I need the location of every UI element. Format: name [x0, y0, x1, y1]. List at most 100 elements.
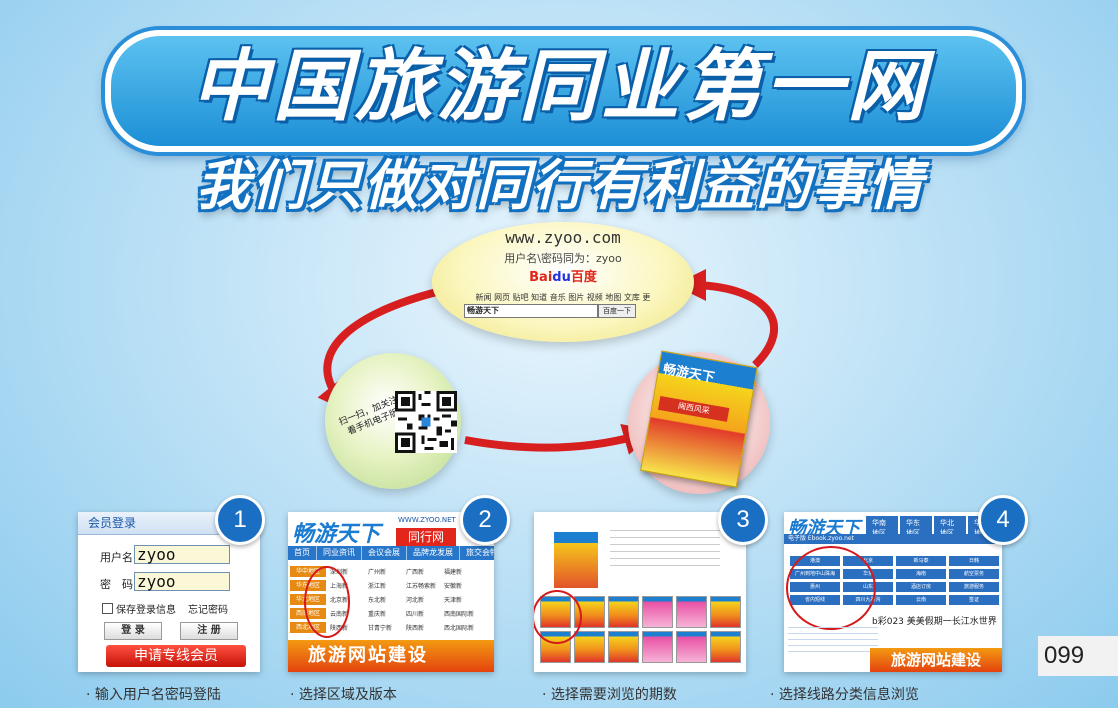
site-logo-badge: 同行网 — [396, 528, 456, 546]
route-category[interactable]: 海南 — [896, 569, 946, 579]
highlight-ring — [304, 566, 350, 638]
remember-label: 保存登录信息 — [116, 605, 176, 616]
apply-member-button[interactable]: 申请专线会员 — [106, 645, 246, 667]
step2-caption: · 选择区域及版本 — [290, 687, 397, 703]
issue-thumbnail[interactable] — [710, 596, 741, 628]
site-banner: 旅游网站建设 — [288, 640, 494, 672]
ebook-subheader: 电子版 Ebook.zyoo.net — [784, 534, 1002, 544]
baidu-logo: Baidu百度 — [529, 270, 597, 285]
website-url[interactable]: www.zyoo.com — [505, 228, 621, 247]
region-tag[interactable]: 华中地区 — [290, 565, 326, 577]
edition-link[interactable]: 广州新 — [368, 568, 387, 576]
nav-item[interactable]: 旅交会特刊 — [460, 546, 494, 560]
slogan: 我们只做对同行有利益的事情 — [196, 153, 924, 217]
qr-code-icon — [395, 391, 457, 453]
credentials-note: 用户名\密码同为：zyoo — [504, 252, 622, 265]
password-input[interactable]: zyoo — [134, 572, 230, 591]
magazine-cover[interactable]: 畅游天下 闽西风采 — [640, 350, 758, 488]
step1-badge: 1 — [215, 495, 265, 545]
edition-link[interactable]: 西南国际新 — [444, 610, 475, 618]
site-logo: 畅游天下 — [788, 518, 860, 539]
highlight-ring — [786, 546, 876, 630]
remember-checkbox[interactable] — [102, 603, 113, 614]
arrow-to-scan — [317, 286, 446, 413]
edition-link[interactable]: 江苏畅索新 — [406, 582, 437, 590]
username-label: 用户名 — [100, 551, 133, 564]
step3-badge: 3 — [718, 495, 768, 545]
step3-issues-panel — [534, 512, 746, 672]
baidu-search-button[interactable]: 百度一下 — [598, 304, 636, 318]
route-category[interactable]: 北京 — [843, 556, 893, 566]
baidu-search-input[interactable]: 畅游天下 — [464, 304, 598, 318]
issue-details — [610, 524, 720, 566]
issue-thumbnail[interactable] — [642, 631, 673, 663]
edition-link[interactable]: 浙江新 — [368, 582, 387, 590]
issue-thumbnail[interactable] — [676, 596, 707, 628]
route-category[interactable]: 航空票务 — [949, 569, 999, 579]
region-tag[interactable]: 西北地区 — [290, 621, 326, 633]
step4-badge: 4 — [978, 495, 1028, 545]
step4-caption: · 选择线路分类信息浏览 — [770, 687, 919, 703]
nav-item[interactable]: 同业资讯 — [317, 546, 362, 560]
edition-link[interactable]: 西北国际新 — [444, 624, 475, 632]
register-button[interactable]: 注 册 — [180, 622, 238, 640]
edition-link[interactable]: 河北新 — [406, 596, 425, 604]
issue-thumbnails — [540, 596, 741, 663]
magazine-band: 闽西风采 — [657, 395, 730, 422]
site-banner: 旅游网站建设 — [870, 648, 1002, 672]
site-nav: 首页 同业资讯 会议会展 品牌龙发展 旅交会特刊 — [288, 546, 494, 560]
edition-link[interactable]: 重庆新 — [368, 610, 387, 618]
headline-pill — [105, 30, 1022, 152]
step3-caption: · 选择需要浏览的期数 — [542, 687, 677, 703]
username-input[interactable]: zyoo — [134, 545, 230, 564]
arrow-to-website — [674, 269, 779, 368]
route-title: b彩023 美美假期一长江水世界 — [872, 617, 997, 627]
magazine-title: 畅游天下 — [661, 362, 716, 386]
baidu-nav: 新闻 网页 贴吧 知道 音乐 图片 视频 地图 文库 更 — [475, 293, 651, 302]
route-category[interactable]: 签证 — [949, 595, 999, 605]
qr-circle: 扫一扫，加关注 看手机电子版 — [325, 353, 461, 489]
website-oval: www.zyoo.com 用户名\密码同为：zyoo Baidu百度 新闻 网页… — [432, 222, 694, 342]
issue-thumbnail[interactable] — [676, 631, 707, 663]
edition-link[interactable]: 福建新 — [444, 568, 463, 576]
edition-link[interactable]: 广西新 — [406, 568, 425, 576]
login-button[interactable]: 登 录 — [104, 622, 162, 640]
nav-item[interactable]: 会议会展 — [362, 546, 407, 560]
issue-cover[interactable] — [554, 532, 598, 588]
cycle-arrows — [317, 269, 779, 455]
route-category[interactable]: 云南 — [896, 595, 946, 605]
issue-thumbnail[interactable] — [608, 596, 639, 628]
headline-banner: 中国旅游同业第一网 — [60, 20, 1060, 152]
edition-link[interactable]: 甘青宁新 — [368, 624, 393, 632]
route-category[interactable]: 新马泰 — [896, 556, 946, 566]
edition-link[interactable]: 四川新 — [406, 610, 425, 618]
nav-item[interactable]: 首页 — [288, 546, 317, 560]
route-category[interactable]: 日韩 — [949, 556, 999, 566]
magazine-circle: 畅游天下 闽西风采 — [628, 350, 770, 494]
route-category[interactable]: 旅游服务 — [949, 582, 999, 592]
route-list — [788, 622, 878, 652]
site-url: WWW.ZYOO.NET — [398, 516, 456, 524]
page-title: 中国旅游同业第一网 — [190, 42, 929, 132]
issue-thumbnail[interactable] — [710, 631, 741, 663]
nav-item[interactable]: 品牌龙发展 — [407, 546, 460, 560]
route-category[interactable]: 酒店订房 — [896, 582, 946, 592]
edition-link[interactable]: 天津新 — [444, 596, 463, 604]
password-label: 密 码 — [100, 578, 133, 591]
step2-badge: 2 — [460, 495, 510, 545]
issue-thumbnail[interactable] — [574, 631, 605, 663]
page-number: 099 — [1038, 636, 1118, 676]
issue-thumbnail[interactable] — [608, 631, 639, 663]
forgot-password-link[interactable]: 忘记密码 — [188, 605, 228, 616]
step4-routes-panel: 畅游天下 华南地区 华东地区 华北地区 华中地区 电子版 Ebook.zyoo.… — [784, 512, 1002, 672]
highlight-ring — [534, 590, 582, 644]
site-logo: 畅游天下 — [292, 521, 381, 547]
step2-region-panel: 畅游天下 WWW.ZYOO.NET 同行网 首页 同业资讯 会议会展 品牌龙发展… — [288, 512, 494, 672]
arrow-to-magazine — [464, 423, 656, 455]
login-header: 会员登录 — [78, 512, 260, 535]
edition-link[interactable]: 陕西新 — [406, 624, 425, 632]
edition-link[interactable]: 安徽新 — [444, 582, 463, 590]
issue-thumbnail[interactable] — [642, 596, 673, 628]
edition-link[interactable]: 东北新 — [368, 596, 387, 604]
step1-caption: · 输入用户名密码登陆 — [86, 687, 221, 703]
